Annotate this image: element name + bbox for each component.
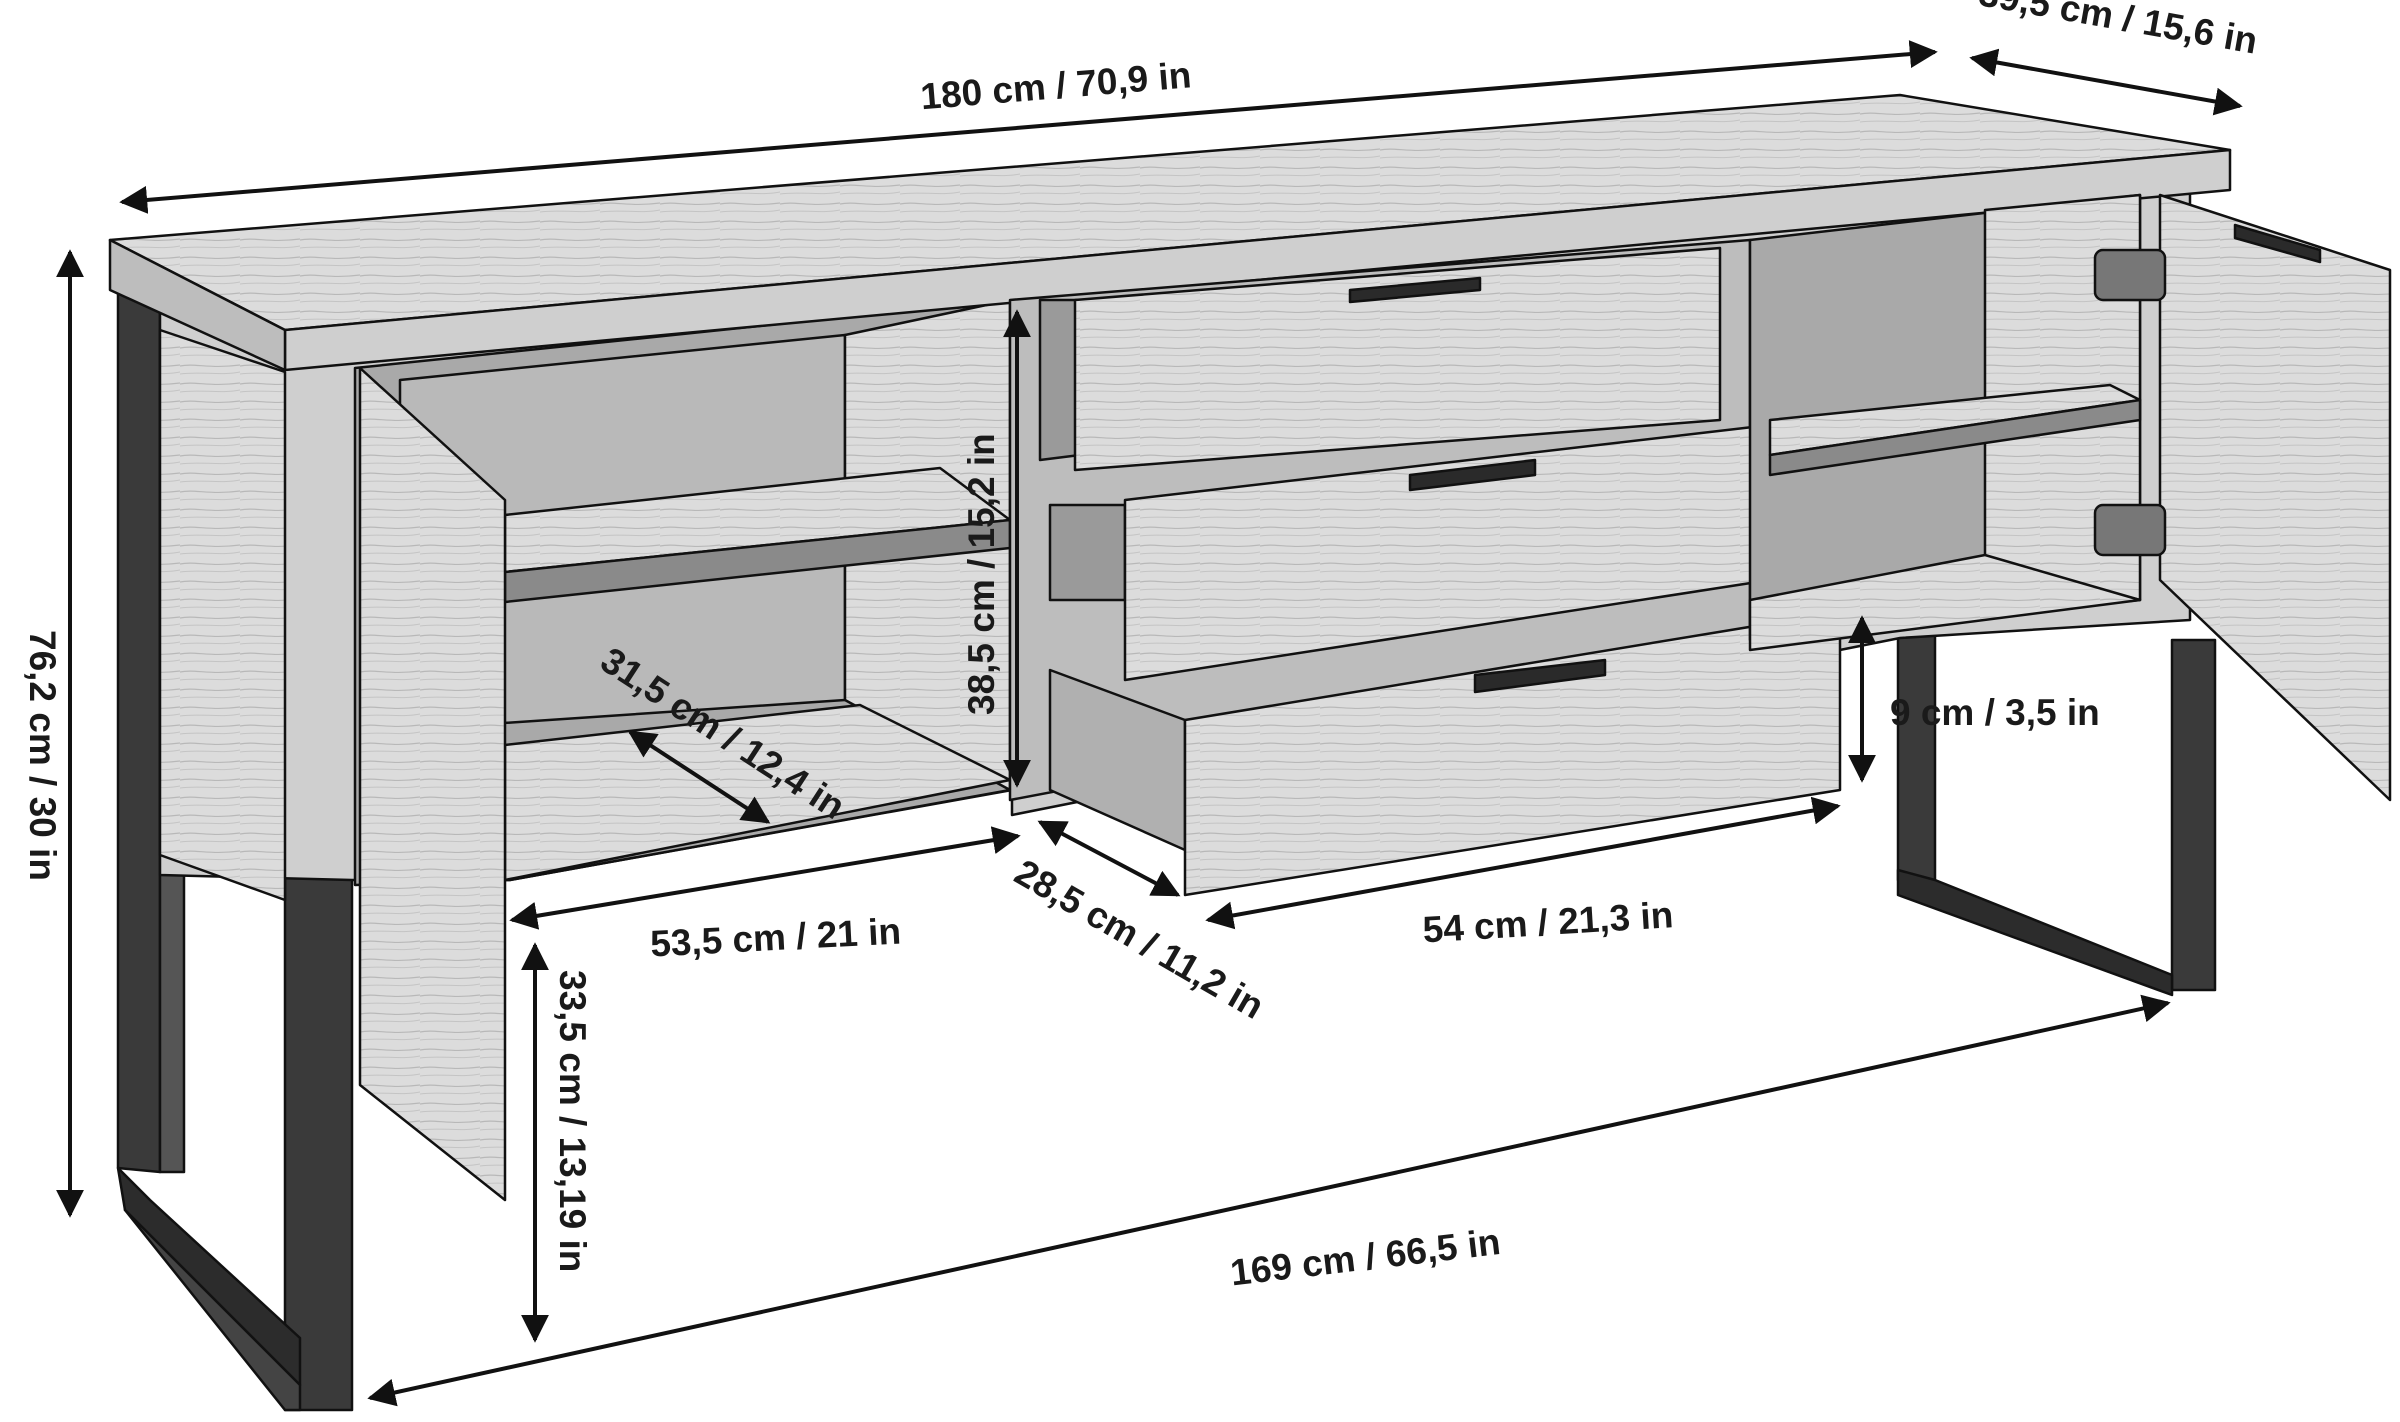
label-total-height: 76,2 cm / 30 in: [22, 630, 63, 881]
label-compartment-width: 53,5 cm / 21 in: [649, 910, 902, 964]
label-total-width: 180 cm / 70,9 in: [919, 54, 1193, 117]
dim-arrow-total-depth: [1969, 48, 2243, 116]
label-drawer-width: 54 cm / 21,3 in: [1421, 894, 1674, 950]
right-leg-frame: [1896, 626, 2217, 997]
label-floor-clearance: 9 cm / 3,5 in: [1890, 692, 2100, 733]
dimension-lines: [56, 40, 2243, 1407]
label-compartment-height: 33,5 cm / 13,19 in: [552, 970, 593, 1272]
dim-arrow-total-width: [119, 40, 1938, 214]
right-open-door: [2158, 193, 2392, 802]
drawer-middle: [1048, 423, 1772, 682]
drawer-top: [1038, 246, 1722, 472]
dim-arrow-leg-span-width: [367, 994, 2171, 1407]
right-compartment: [1748, 193, 2142, 652]
dim-arrow-compartment-width: [509, 826, 1021, 930]
dim-arrow-drawer-depth: [1037, 820, 1181, 897]
label-drawer-block-height: 38,5 cm / 15,2 in: [961, 433, 1002, 715]
dim-arrow-compartment-depth: [627, 730, 771, 824]
left-side-panel: [158, 328, 287, 902]
label-leg-span-width: 169 cm / 66,5 in: [1228, 1221, 1502, 1293]
label-total-depth: 39,5 cm / 15,6 in: [1976, 0, 2261, 62]
hinge-icon: [2093, 248, 2167, 557]
dim-arrow-drawer-width: [1205, 796, 1841, 930]
sideboard-illustration: [108, 93, 2392, 1412]
left-open-door: [358, 366, 507, 1202]
